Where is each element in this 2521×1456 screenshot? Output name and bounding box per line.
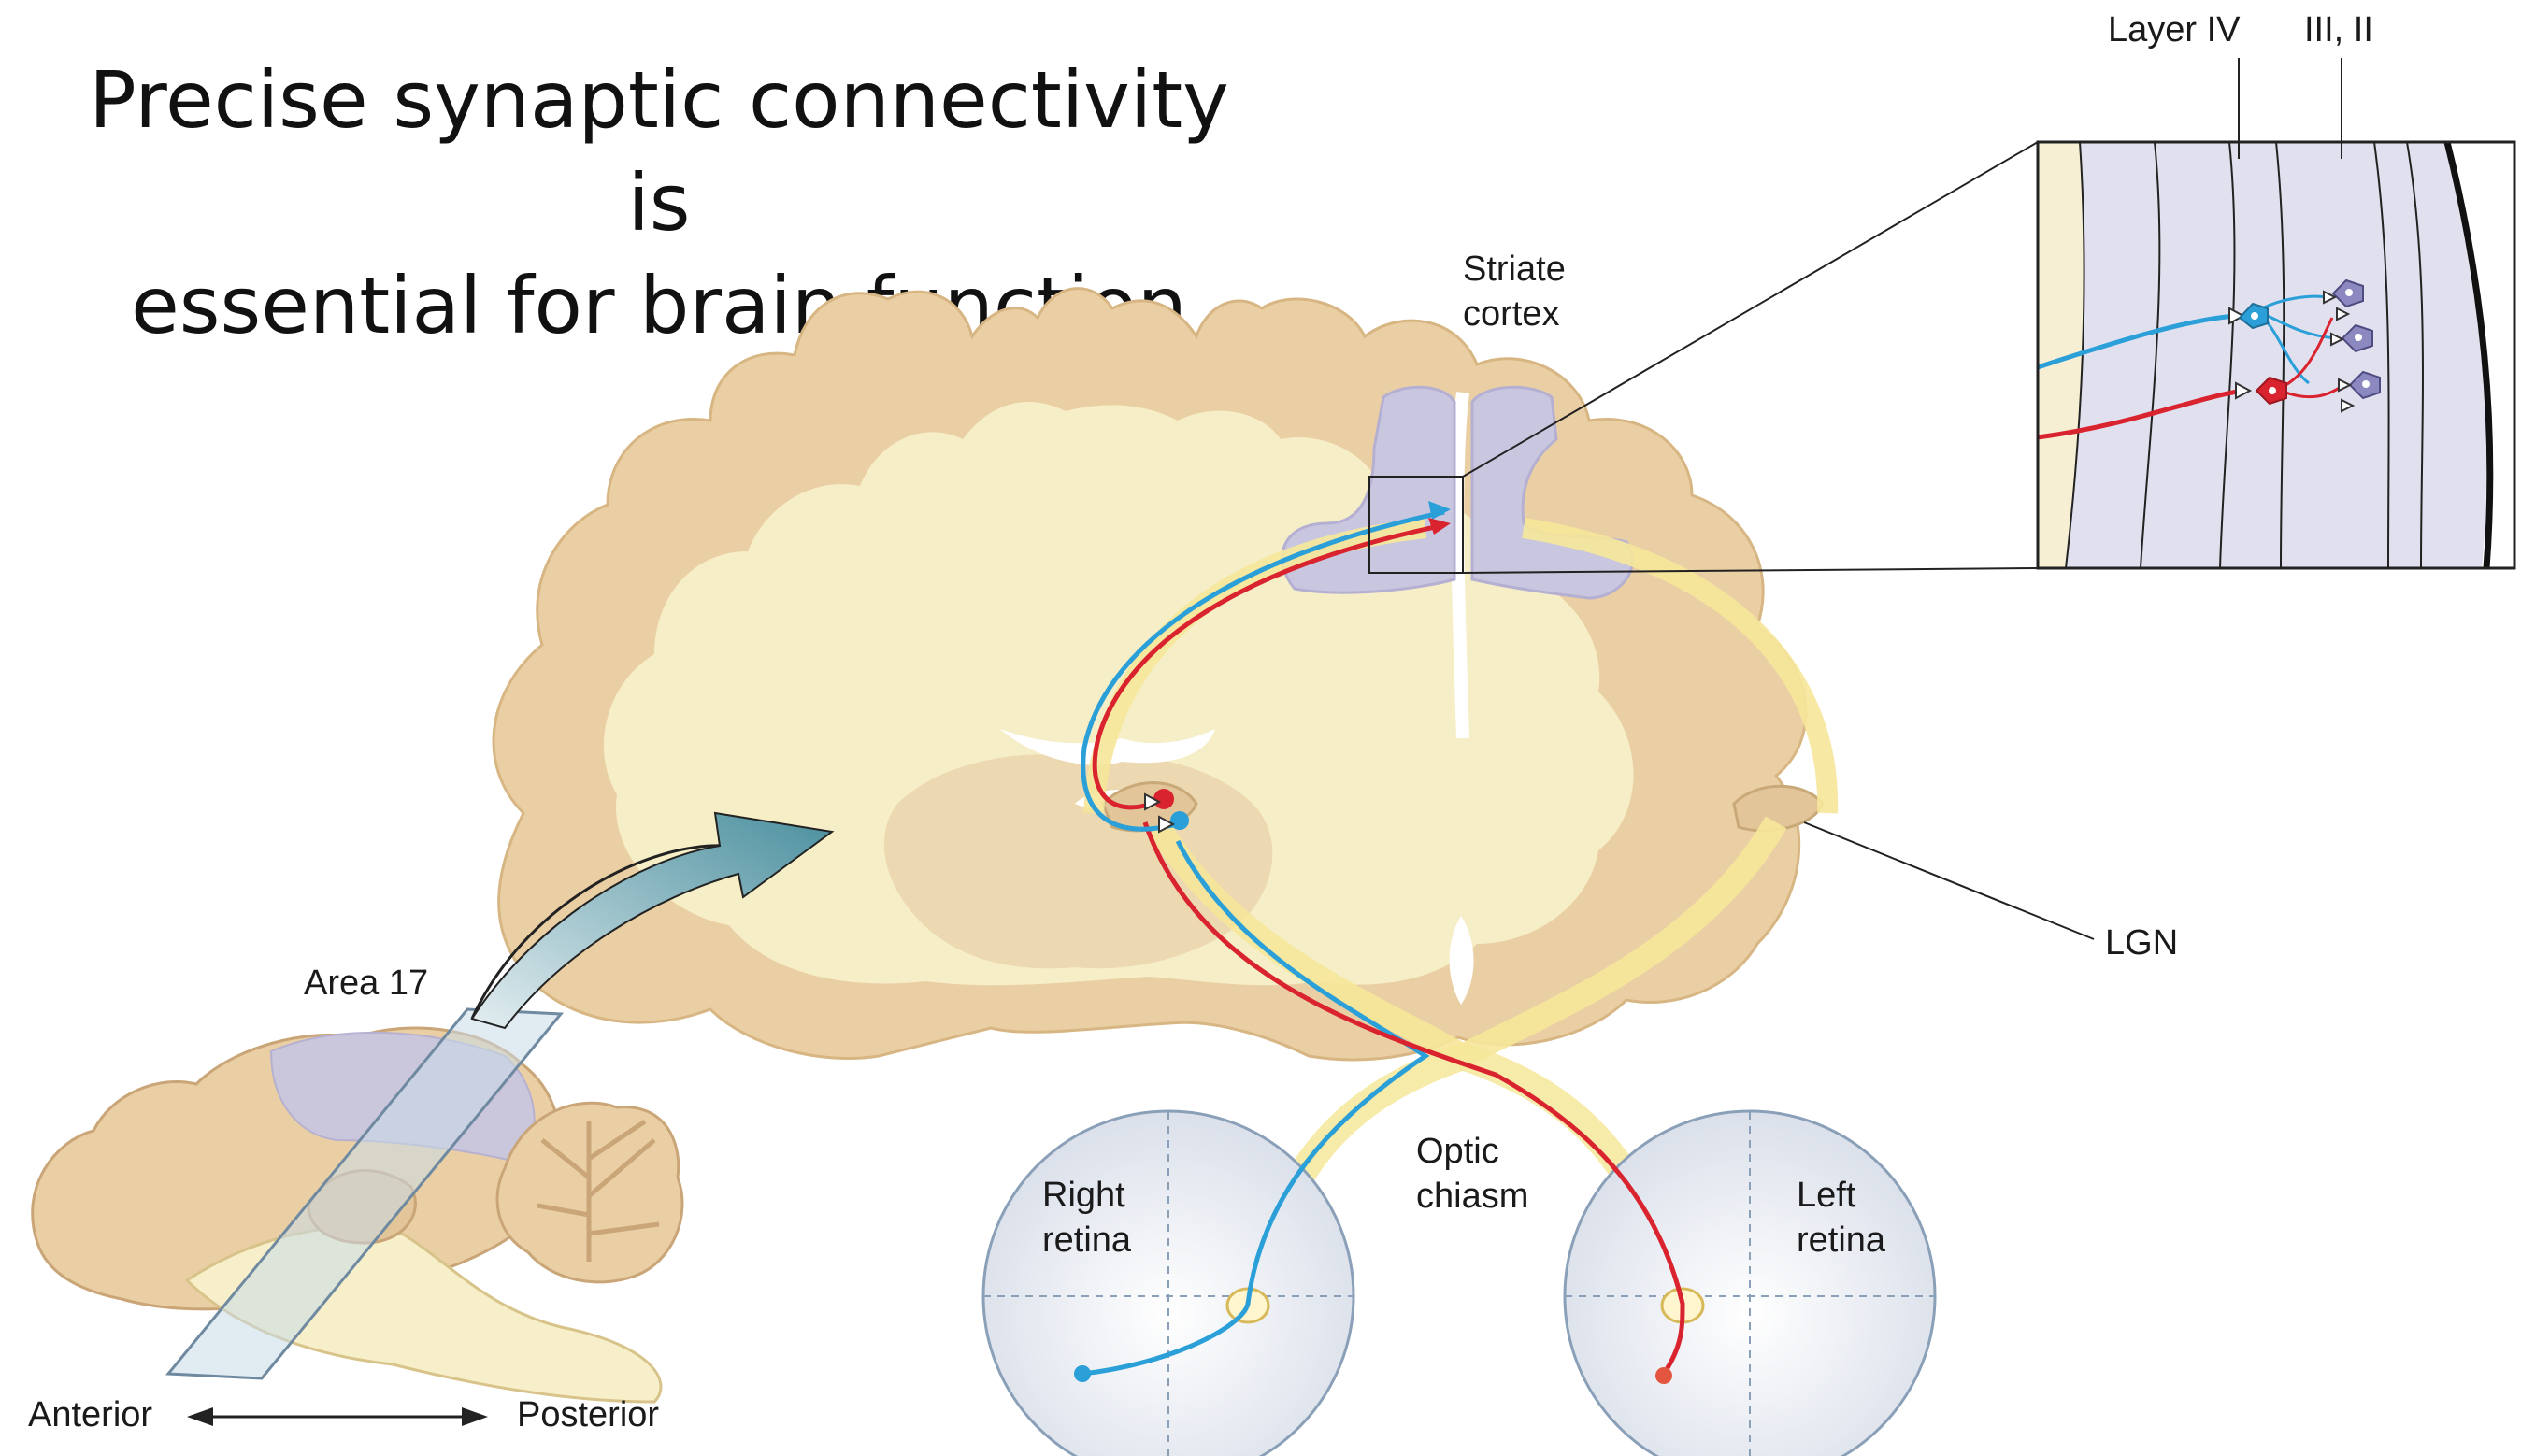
ap-arrowhead-left: [187, 1407, 213, 1426]
left-retina-line-1: Left: [1797, 1173, 1885, 1218]
inset-l23-nucleus-3: [2362, 380, 2370, 388]
optic-chiasm-line-2: chiasm: [1416, 1174, 1528, 1219]
right-retina-line-2: retina: [1042, 1218, 1131, 1263]
anterior-posterior-axis: [187, 1407, 488, 1426]
posterior-label: Posterior: [517, 1392, 659, 1437]
striate-cortex-label: Striate cortex: [1463, 247, 1566, 336]
red-lgn-neuron: [1153, 789, 1174, 809]
right-retina-label: Right retina: [1042, 1173, 1131, 1263]
optic-chiasm-line-1: Optic: [1416, 1129, 1528, 1174]
inset-layer4-blue-nucleus: [2251, 312, 2258, 320]
right-retina: [983, 1111, 1354, 1456]
left-retina: [1565, 1111, 1935, 1456]
red-ganglion-cell: [1655, 1367, 1672, 1384]
left-retina-line-2: retina: [1797, 1218, 1885, 1263]
lgn-label: LGN: [2105, 921, 2178, 965]
inset-l23-nucleus-2: [2355, 334, 2362, 341]
inset-l23-nucleus-1: [2345, 289, 2353, 296]
layer-iii-ii-label: III, II: [2304, 7, 2373, 52]
blue-ganglion-cell: [1074, 1365, 1091, 1382]
ap-arrowhead-right: [462, 1407, 488, 1426]
area17-label: Area 17: [304, 961, 428, 1006]
inset-background: [2038, 142, 2514, 568]
layer-iv-label: Layer IV: [2108, 7, 2241, 52]
inset-layer4-red-nucleus: [2269, 387, 2276, 394]
deep-grey-matter: [884, 754, 1272, 968]
striate-cortex-line-1: Striate: [1463, 247, 1566, 292]
cortical-layers-inset: [2038, 142, 2514, 568]
blue-lgn-neuron: [1170, 811, 1189, 830]
lgn-leader: [1804, 822, 2094, 939]
striate-cortex-line-2: cortex: [1463, 292, 1566, 336]
anterior-label: Anterior: [28, 1392, 152, 1437]
optic-chiasm-label: Optic chiasm: [1416, 1129, 1528, 1219]
right-retina-line-1: Right: [1042, 1173, 1131, 1218]
left-retina-label: Left retina: [1797, 1173, 1885, 1263]
